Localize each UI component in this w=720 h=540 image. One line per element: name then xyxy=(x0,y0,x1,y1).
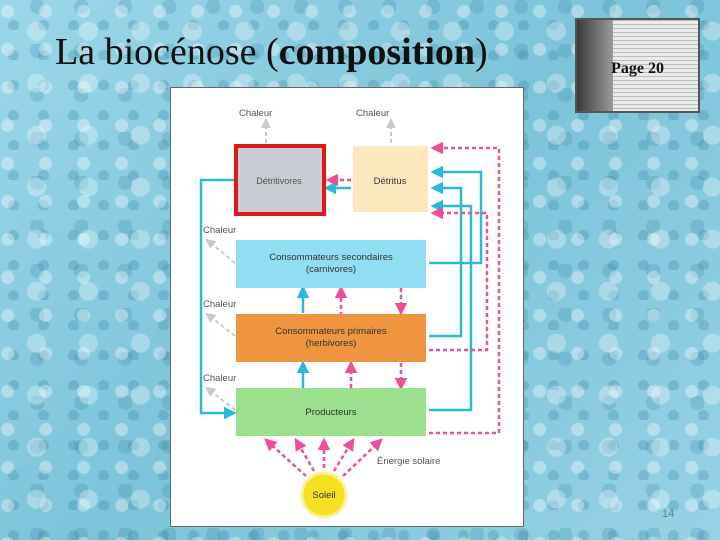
diagram-labels: Chaleur Chaleur Chaleur Chaleur Chaleur … xyxy=(203,108,440,501)
heat-label-top-left: Chaleur xyxy=(239,108,272,119)
title-suffix: ) xyxy=(475,31,488,73)
secondary-consumers-label: Consommateurs secondaires xyxy=(269,252,393,263)
producers-box xyxy=(236,388,426,436)
primary-consumers-box xyxy=(236,314,426,362)
slide-title: La biocénose (composition) xyxy=(55,30,488,74)
energy-arrow-outer-loop xyxy=(429,141,501,435)
primary-consumers-label: Consommateurs primaires xyxy=(275,326,387,337)
producers-label: Producteurs xyxy=(305,407,356,418)
heat-arrow-primary xyxy=(205,312,236,337)
title-bold: composition xyxy=(278,31,476,73)
book-page-image: Page 20 xyxy=(575,18,700,113)
detritivores-box xyxy=(234,144,326,216)
solar-ray-1 xyxy=(264,438,307,477)
solar-ray-4 xyxy=(332,437,355,472)
page-number: 14 xyxy=(662,508,675,520)
primary-consumers-sublabel: (herbivores) xyxy=(306,338,357,349)
detritivores-label: Détritivores xyxy=(256,176,302,186)
nutrient-arrow-detritivores-to-producers xyxy=(199,178,237,420)
solar-ray-5 xyxy=(342,438,383,477)
sun-circle xyxy=(300,471,348,519)
heat-arrows xyxy=(205,118,396,411)
heat-label-top-right: Chaleur xyxy=(356,108,389,119)
heat-label-side-3: Chaleur xyxy=(203,373,236,384)
title-prefix: La biocénose ( xyxy=(55,31,279,73)
solar-energy-label: Énergie solaire xyxy=(377,456,440,467)
nutrient-arrow-primary-to-detritus xyxy=(429,181,463,338)
biocenosis-diagram-panel: Chaleur Chaleur Chaleur Chaleur Chaleur … xyxy=(170,87,524,527)
secondary-consumers-sublabel: (carnivores) xyxy=(306,264,356,275)
heat-label-side-2: Chaleur xyxy=(203,299,236,310)
biocenosis-diagram: Chaleur Chaleur Chaleur Chaleur Chaleur … xyxy=(199,108,501,519)
energy-arrows xyxy=(264,141,501,477)
detritus-label: Détritus xyxy=(374,176,407,187)
nutrient-arrow-producers-to-detritus xyxy=(429,199,473,412)
book-page-label: Page 20 xyxy=(611,60,664,77)
solar-ray-2 xyxy=(294,437,316,472)
nutrient-arrows xyxy=(199,165,483,420)
secondary-consumers-box xyxy=(236,240,426,288)
sun-label: Soleil xyxy=(312,490,335,501)
heat-arrow-producers xyxy=(205,386,236,411)
heat-arrow-secondary xyxy=(205,238,236,264)
nutrient-arrow-secondary-to-detritus xyxy=(429,165,483,265)
detritus-box xyxy=(353,146,428,212)
heat-label-side-1: Chaleur xyxy=(203,225,236,236)
energy-arrow-primary-loop xyxy=(429,206,489,352)
